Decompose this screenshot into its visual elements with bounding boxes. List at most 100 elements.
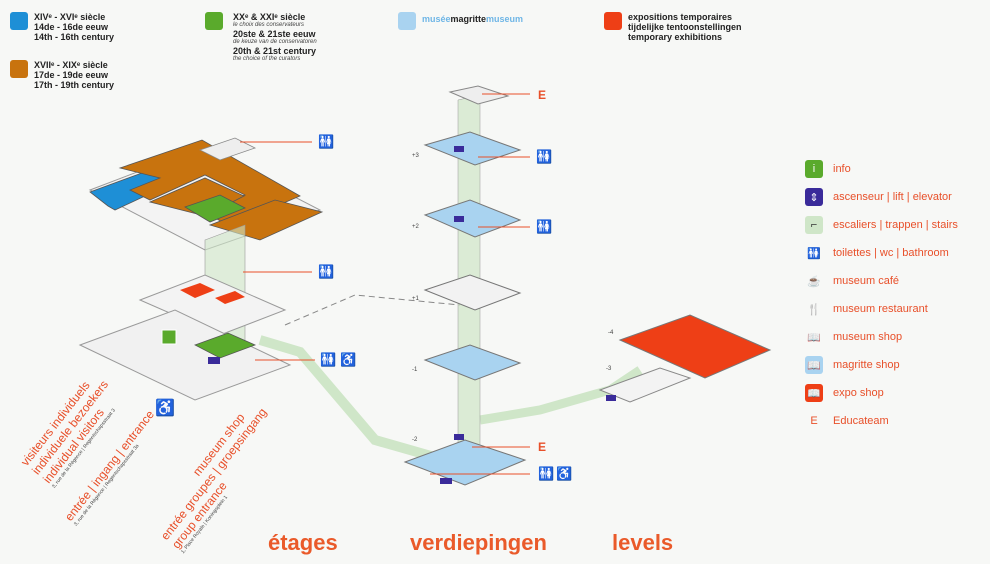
info-marker <box>161 329 177 345</box>
magritte-tower <box>403 85 527 486</box>
swatch-17-19-century <box>10 60 28 78</box>
legend-magritte-museum: muséemagrittemuseum <box>422 14 523 24</box>
cafe-icon: ☕ <box>807 275 821 288</box>
elevator-marker-right <box>606 395 616 401</box>
key-row: 📖 museum shop <box>805 328 902 346</box>
key-label: museum restaurant <box>833 303 928 315</box>
key-label: toilettes | wc | bathroom <box>833 247 949 259</box>
key-label: escaliers | trappen | stairs <box>833 219 958 231</box>
legend-line: 14de - 16de eeuw <box>34 22 109 32</box>
toilets-icon: 🚻 <box>807 247 821 260</box>
educateam-callout-bottom: E <box>538 440 547 454</box>
expo-floor-minus3 <box>598 367 692 403</box>
legend-line: 14th - 16th century <box>34 32 115 42</box>
key-row: ☕museum café <box>805 272 899 290</box>
legend-temporary-exhibitions: expositions temporaires tijdelijke tento… <box>628 12 742 42</box>
key-label: museum shop <box>833 331 903 343</box>
key-label: magritte shop <box>833 359 900 371</box>
educateam-icon: E <box>810 415 818 427</box>
tower-top <box>448 85 510 105</box>
orange-rooms <box>118 139 301 227</box>
legend-line: 20ste & 21ste eeuw <box>233 29 316 39</box>
legend-14-16-century: XIVᵉ - XVIᵉ siècle 14de - 16de eeuw 14th… <box>34 12 114 42</box>
restaurant-icon: 🍴 <box>807 303 821 316</box>
key-row: 📖 expo shop <box>805 384 884 402</box>
key-row: 🍴 museum restaurant <box>805 300 928 318</box>
left-building <box>78 137 324 401</box>
elevator-marker <box>440 478 452 484</box>
legend-line: XVIIᵉ - XIXᵉ siècle <box>34 60 108 70</box>
shop-icon: 📖 <box>807 331 821 344</box>
legend-subline: de keuze van de conservatoren <box>233 39 317 45</box>
legend-line: tijdelijke tentoonstellingen <box>628 22 742 32</box>
key-row: 🚻 toilettes | wc | bathroom <box>805 244 949 262</box>
magritte-prefix: musée <box>422 14 451 24</box>
key-label: ascenseur | lift | elevator <box>833 191 952 203</box>
expo-floor-minus4 <box>618 314 772 379</box>
level-label: -3 <box>606 366 612 372</box>
floor-plus1 <box>423 274 522 311</box>
green-room <box>184 194 246 223</box>
swatch-20-21-century <box>205 12 223 30</box>
callout-lines <box>240 93 530 475</box>
level-label: +2 <box>412 224 419 230</box>
elevator-marker-left <box>208 357 220 364</box>
ground-floor <box>78 309 292 401</box>
toilets-icon: 🚻 <box>538 466 555 481</box>
temporary-exhibition-block <box>598 314 772 403</box>
legend-line: temporary exhibitions <box>628 32 723 42</box>
toilets-icon: 🚻 <box>320 352 337 367</box>
magritte-suffix: museum <box>486 14 524 24</box>
floor-minus2 <box>403 439 527 486</box>
toilets-icon: 🚻 <box>318 264 335 279</box>
level-label: -1 <box>412 367 418 373</box>
legend-line: XIVᵉ - XVIᵉ siècle <box>34 12 106 22</box>
key-row: ⌐ escaliers | trappen | stairs <box>805 216 958 234</box>
accessible-icon: ♿ <box>155 400 175 417</box>
accessible-icon: ♿ <box>340 352 357 367</box>
green-passage-2 <box>479 366 643 425</box>
floor-plus2 <box>423 199 522 238</box>
key-row: E Educateam <box>805 412 889 430</box>
level-label: -2 <box>412 437 418 443</box>
magritte-name: magritte <box>450 14 487 24</box>
title-verdiepingen: verdiepingen <box>410 530 547 555</box>
legend-subline: the choice of the curators <box>233 56 301 62</box>
toilets-icon: 🚻 <box>536 219 553 234</box>
elevator-marker <box>454 216 464 222</box>
floor-plus3 <box>423 131 522 166</box>
legend-line: expositions temporaires <box>628 12 733 22</box>
info-icon: i <box>805 160 823 178</box>
key-label: expo shop <box>833 387 884 399</box>
key-label: Educateam <box>833 415 889 427</box>
key-row: ⇕ ascenseur | lift | elevator <box>805 188 952 206</box>
legend-line: 20th & 21st century <box>233 46 317 56</box>
level-label: -4 <box>608 330 614 336</box>
stairs-icon: ⌐ <box>805 216 823 234</box>
educateam-callout-top: E <box>538 88 547 102</box>
red-rooms-2 <box>215 291 245 304</box>
legend-line: 17th - 19th century <box>34 80 115 90</box>
elevator-marker <box>454 146 464 152</box>
level-label: +3 <box>412 153 419 159</box>
magritte-shop-icon: 📖 <box>805 356 823 374</box>
key-label: info <box>833 163 851 175</box>
swatch-14-16-century <box>10 12 28 30</box>
swatch-magritte-museum <box>398 12 416 30</box>
legend-line: XXᵉ & XXIᵉ siècle <box>233 12 306 22</box>
legend-subline: le choix des conservateurs <box>233 22 305 28</box>
key-row: 📖 magritte shop <box>805 356 900 374</box>
legend-17-19-century: XVIIᵉ - XIXᵉ siècle 17de - 19de eeuw 17t… <box>34 60 114 90</box>
toilets-icon: 🚻 <box>318 134 335 149</box>
legend-20-21-century: XXᵉ & XXIᵉ siècle le choix des conservat… <box>233 12 317 63</box>
legend-line: 17de - 19de eeuw <box>34 70 109 80</box>
red-rooms <box>180 283 215 298</box>
green-hall <box>194 332 257 359</box>
small-top-room <box>198 137 257 161</box>
expo-shop-icon: 📖 <box>805 384 823 402</box>
elevator-icon: ⇕ <box>805 188 823 206</box>
level-label: +1 <box>412 296 419 302</box>
floor-minus1 <box>423 344 522 381</box>
